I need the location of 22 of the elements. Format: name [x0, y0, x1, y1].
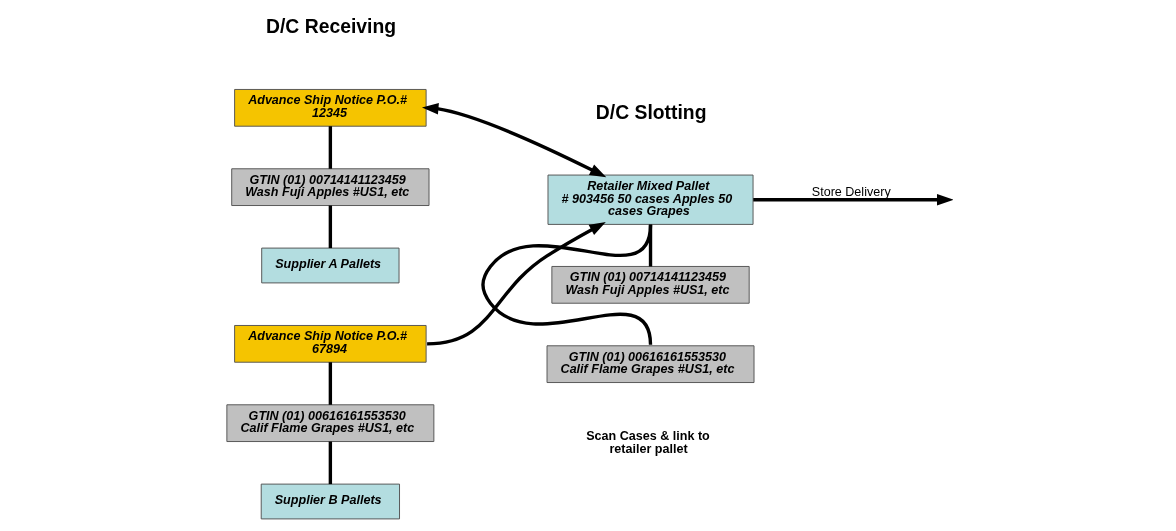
label: Scan Cases & link to retailer pallet — [586, 428, 710, 456]
connector — [328, 205, 333, 249]
node-box: GTIN (01) 00616161553530 Calif Flame Grapes #US1, etc — [226, 404, 435, 443]
node-box: Supplier A Pallets — [261, 247, 400, 284]
connector — [328, 362, 333, 405]
node-box: Retailer Mixed Pallet # 903456 50 cases Apples 50 cases Grapes — [547, 174, 754, 225]
connector — [481, 224, 653, 346]
node-box: GTIN (01) 00616161553530 Calif Flame Grapes #US1, etc — [546, 345, 755, 384]
node-box: GTIN (01) 00714141123459 Wash Fuji Apples #US1, etc — [231, 168, 430, 206]
node-box: GTIN (01) 00714141123459 Wash Fuji Apples #US1, etc — [551, 266, 750, 304]
arrow — [421, 103, 607, 178]
node-box: Supplier B Pallets — [260, 483, 400, 520]
edge-label: Store Delivery — [811, 185, 891, 200]
node-box: Advance Ship Notice P.O.# 67894 — [234, 325, 427, 363]
connector — [328, 441, 333, 485]
node-box: Advance Ship Notice P.O.# 12345 — [234, 88, 427, 127]
connector — [328, 126, 333, 169]
arrow — [753, 193, 953, 206]
label: D/C Slotting — [595, 101, 707, 124]
arrow — [426, 221, 606, 346]
connector — [648, 224, 653, 267]
label: D/C Receiving — [266, 15, 397, 38]
